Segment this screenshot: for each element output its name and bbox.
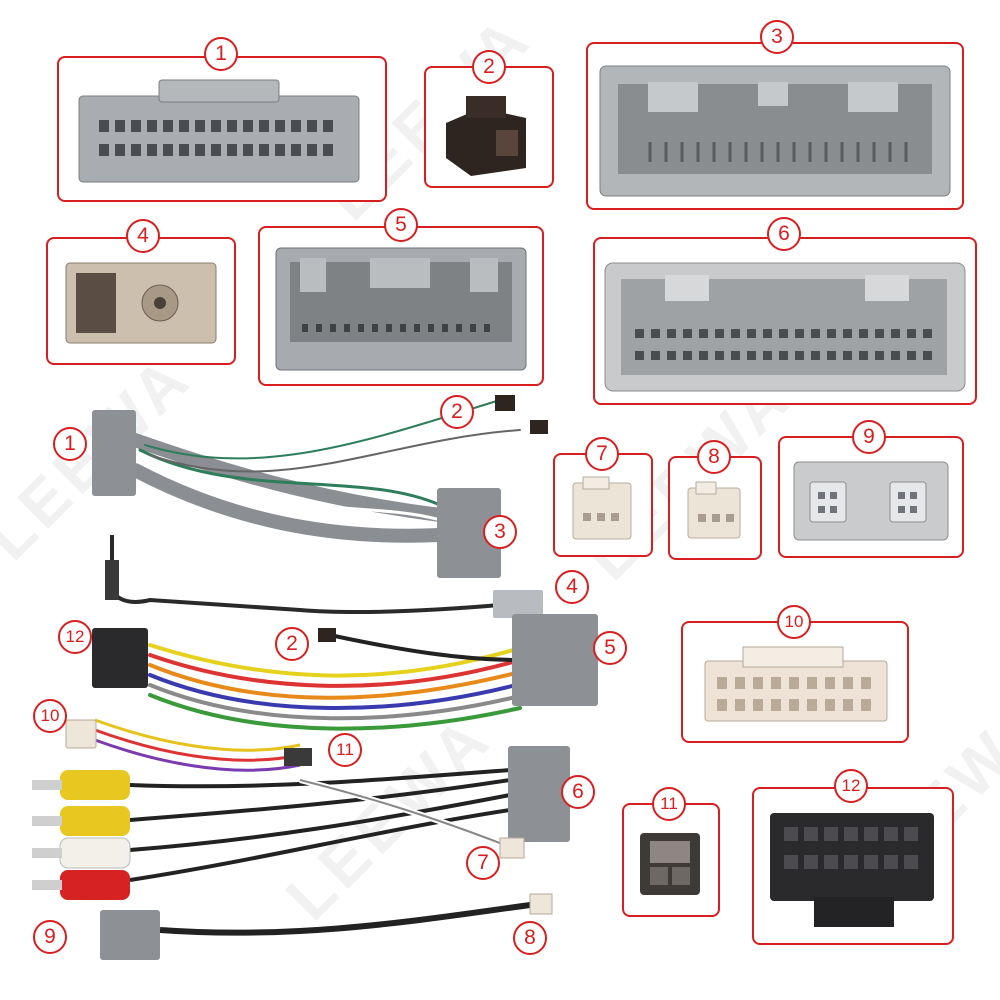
harness-badge-2-upper: 2 bbox=[440, 395, 474, 429]
harness-badge-6: 6 bbox=[561, 775, 595, 809]
watermark-2: LEEWA bbox=[0, 340, 206, 574]
plug-7 bbox=[499, 837, 525, 859]
connector-8-image bbox=[687, 481, 741, 539]
connector-1-image bbox=[78, 79, 360, 183]
harness-badge-8: 8 bbox=[513, 921, 547, 955]
panel-connector-10: 10 bbox=[681, 605, 909, 743]
badge-6: 6 bbox=[767, 217, 801, 251]
panel-connector-8: 8 bbox=[668, 440, 762, 560]
harness-badge-4: 4 bbox=[555, 570, 589, 604]
connector-2-image bbox=[446, 96, 526, 176]
plug-9 bbox=[100, 910, 160, 960]
harness-badge-10: 10 bbox=[33, 699, 67, 733]
panel-connector-1: 1 bbox=[57, 37, 387, 202]
harness-badge-11: 11 bbox=[328, 733, 362, 767]
panel-connector-9: 9 bbox=[778, 420, 964, 558]
badge-5: 5 bbox=[384, 208, 418, 242]
connector-7-image bbox=[572, 476, 632, 540]
connector-9-image bbox=[793, 461, 949, 541]
connector-4-image bbox=[65, 262, 217, 344]
plug-10 bbox=[65, 719, 97, 749]
connector-11-image bbox=[640, 833, 700, 895]
panel-connector-11: 11 bbox=[622, 787, 720, 917]
badge-3: 3 bbox=[760, 20, 794, 54]
panel-connector-7: 7 bbox=[553, 437, 653, 557]
connector-3-image bbox=[599, 65, 951, 197]
plug-2-lower bbox=[318, 628, 336, 642]
harness-badge-7: 7 bbox=[466, 846, 500, 880]
harness-badge-3: 3 bbox=[483, 515, 517, 549]
harness-badge-12: 12 bbox=[58, 620, 92, 654]
plug-4 bbox=[493, 590, 543, 618]
panel-connector-5: 5 bbox=[258, 208, 544, 386]
panel-connector-6: 6 bbox=[593, 217, 977, 405]
panel-connector-2: 2 bbox=[424, 50, 554, 188]
plug-12 bbox=[92, 628, 148, 688]
panel-connector-3: 3 bbox=[586, 20, 964, 210]
badge-11: 11 bbox=[652, 787, 686, 821]
badge-9: 9 bbox=[852, 420, 886, 454]
badge-10: 10 bbox=[777, 605, 811, 639]
badge-12: 12 bbox=[834, 769, 868, 803]
connector-10-image bbox=[704, 646, 888, 722]
plug-11 bbox=[284, 748, 312, 766]
connector-5-image bbox=[275, 247, 527, 371]
badge-4: 4 bbox=[126, 219, 160, 253]
panel-connector-12: 12 bbox=[752, 769, 954, 945]
connector-6-image bbox=[604, 262, 966, 392]
connector-12-image bbox=[770, 813, 934, 927]
harness-badge-5: 5 bbox=[593, 631, 627, 665]
badge-8: 8 bbox=[697, 440, 731, 474]
plug-5 bbox=[512, 614, 598, 706]
antenna-plug bbox=[105, 560, 119, 600]
badge-2: 2 bbox=[472, 50, 506, 84]
watermark-4: LEEWA bbox=[272, 700, 506, 934]
badge-1: 1 bbox=[204, 37, 238, 71]
harness-badge-9: 9 bbox=[33, 920, 67, 954]
rca-plugs bbox=[32, 770, 131, 900]
harness-badge-1: 1 bbox=[53, 427, 87, 461]
panel-connector-4: 4 bbox=[46, 219, 236, 365]
badge-7: 7 bbox=[585, 437, 619, 471]
plug-8 bbox=[529, 893, 553, 915]
plug-2-upper bbox=[495, 395, 515, 411]
harness-badge-2-lower: 2 bbox=[275, 627, 309, 661]
